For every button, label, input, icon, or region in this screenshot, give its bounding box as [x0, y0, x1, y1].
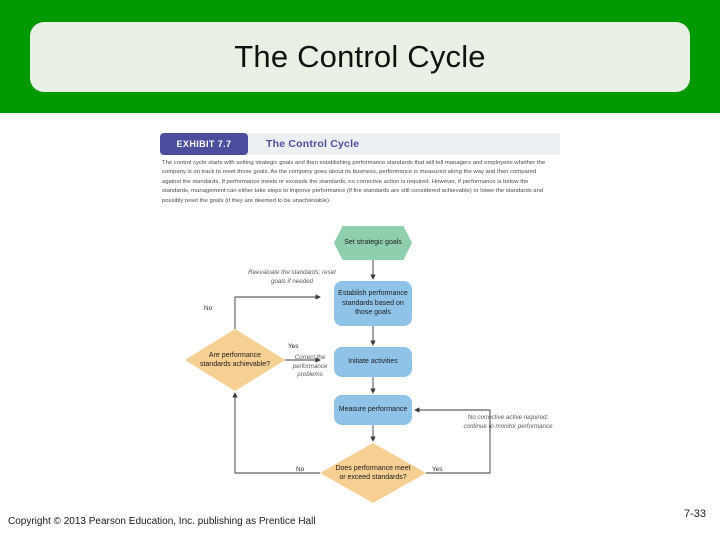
flow-node-initiate-activities: Initiate activities	[334, 347, 412, 377]
flow-node-set-strategic-goals: Set strategic goals	[334, 226, 412, 260]
flow-annotation-correct-problems: Correct the performance problems	[292, 354, 328, 379]
flow-node-label: Does performance meet or exceed standard…	[335, 464, 411, 482]
exhibit-title: The Control Cycle	[266, 138, 360, 150]
flow-node-establish-standards: Establish performance standards based on…	[334, 281, 412, 326]
flow-branch-label-yes-meets: Yes	[432, 466, 443, 473]
exhibit-panel: EXHIBIT 7.7 The Control Cycle The contro…	[160, 133, 560, 508]
flow-branch-label-no-meets: No	[296, 466, 305, 473]
flowchart-connectors	[232, 260, 491, 474]
exhibit-description: The control cycle starts with setting st…	[162, 160, 546, 204]
exhibit-badge: EXHIBIT 7.7	[160, 133, 248, 155]
exhibit-badge-label: EXHIBIT 7.7	[176, 139, 232, 149]
flow-node-label: Establish performance standards based on…	[338, 290, 408, 317]
page-title: The Control Cycle	[234, 39, 486, 74]
footer-page-number: 7-33	[683, 508, 706, 520]
flow-node-label: Measure performance	[338, 406, 408, 414]
flowchart: Set strategic goals Establish performanc…	[160, 221, 560, 508]
flow-annotation-no-corrective-action: No corrective active required; continue …	[463, 414, 553, 430]
flow-branch-label-no-achievable: No	[204, 305, 213, 312]
footer-copyright: Copyright © 2013 Pearson Education, Inc.…	[8, 516, 316, 527]
flow-branch-label-yes-achievable: Yes	[288, 343, 299, 350]
exhibit-header: EXHIBIT 7.7 The Control Cycle	[160, 133, 560, 155]
flow-node-measure-performance: Measure performance	[334, 395, 412, 425]
flow-annotation-reevaluate: Reevaluate the standards; reset goals if…	[248, 269, 336, 285]
flow-node-label: Set strategic goals	[344, 239, 402, 247]
flow-node-label: Are performance standards achievable?	[199, 351, 271, 369]
slide-title-panel: The Control Cycle	[30, 22, 690, 92]
flow-node-label: Initiate activities	[348, 358, 398, 366]
slide-title-band: The Control Cycle	[0, 0, 720, 113]
